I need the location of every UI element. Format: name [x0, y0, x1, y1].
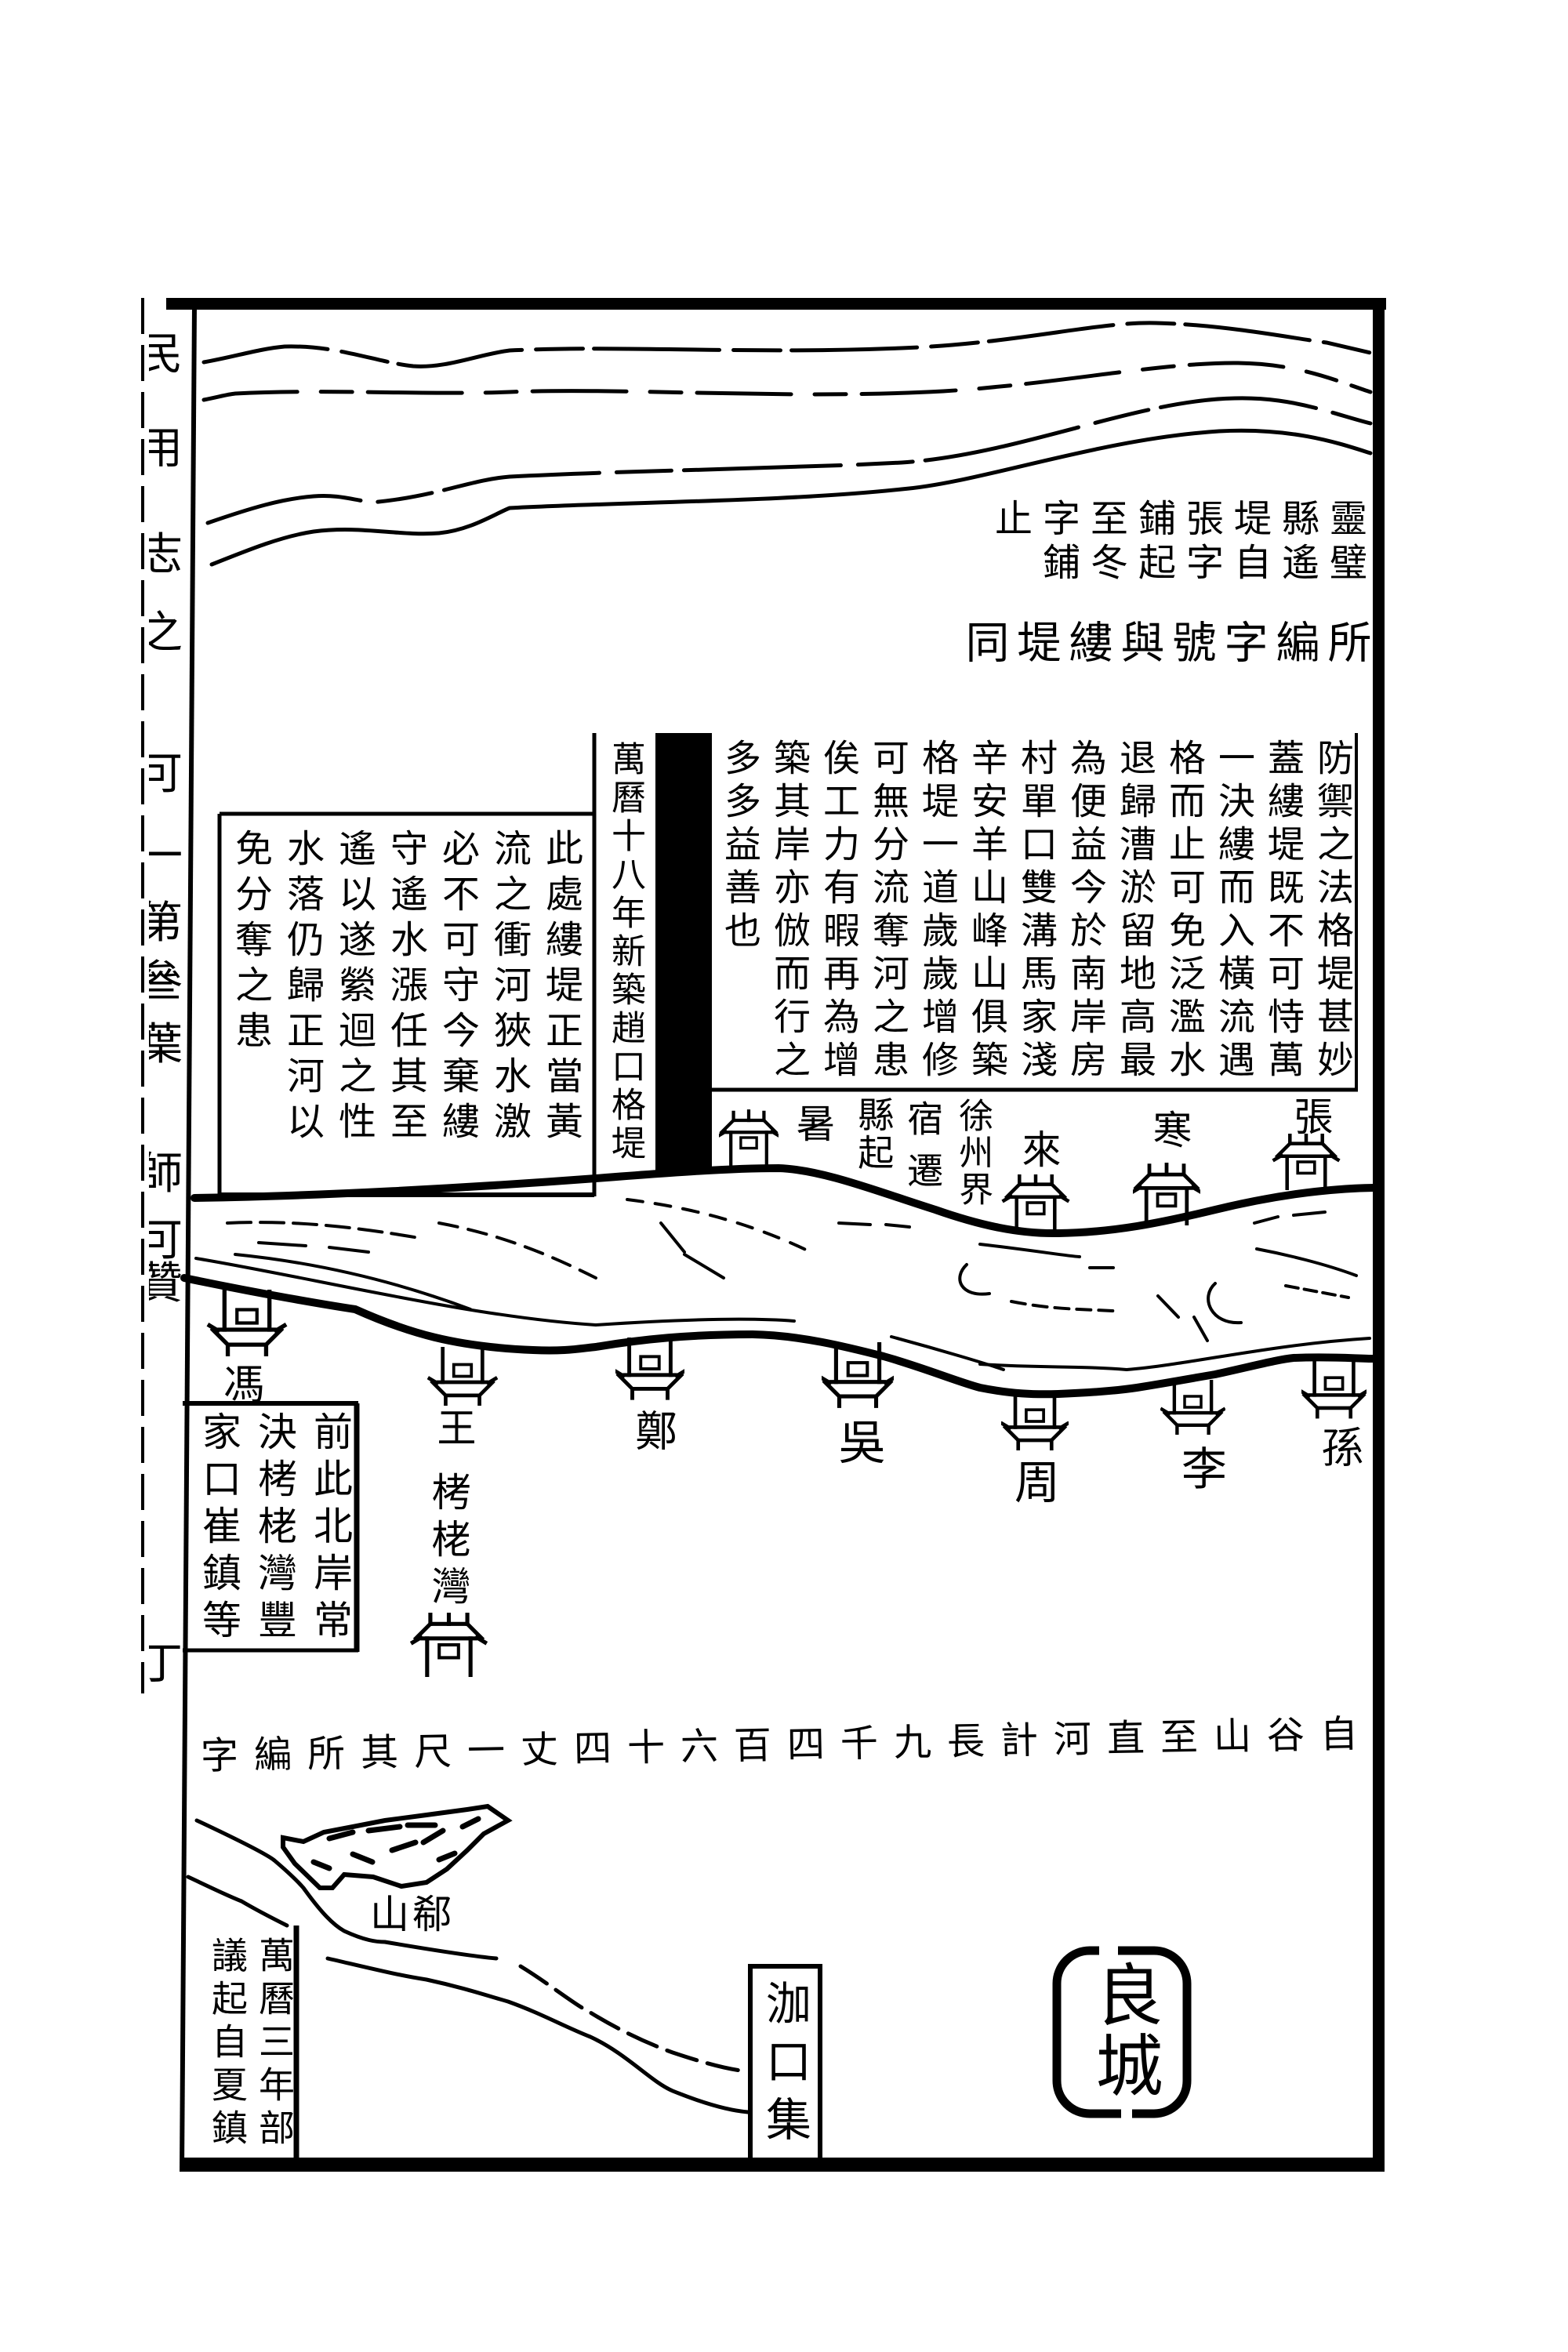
note-column: 堤自: [1227, 499, 1271, 586]
fore-edge-margin: 民 用 志 之 可 一 第 叄 葉 師 可 贊 丁: [149, 298, 193, 1709]
boundary-label-suqian: 宿遷: [902, 1100, 945, 1203]
note-column: 築其岸亦倣而行之: [767, 739, 810, 1083]
map-frame: [166, 298, 1386, 2172]
pavilion-icon-shu: [719, 1111, 779, 1164]
note-column: 流之衝河狹水激: [487, 829, 531, 1147]
note-column: 張字: [1179, 499, 1223, 586]
station-label-li: 李: [1173, 1445, 1227, 1490]
pavilion-icon-li: [1162, 1380, 1224, 1433]
boundary-label-xuzhou: 徐州界: [953, 1098, 993, 1208]
dike-location-note: 此處縷堤正當黃 流之衝河狹水激 必不可守今棄縷 守遙水漲任其至 遙以遂縈迴之性 …: [224, 829, 586, 1158]
note-column: 多多益善也: [717, 739, 760, 954]
note-column: 免分奪之患: [228, 829, 272, 1056]
note-column: 縣遙: [1275, 499, 1319, 586]
canal-proposal-note: 萬曆三年部 議起自夏鎮: [204, 1936, 298, 2156]
margin-fragment: 用: [149, 423, 183, 474]
breach-note: 前此北岸常 決栲栳灣豐 家口崔鎮等: [191, 1411, 358, 1650]
wanli18-note: 萬曆十八年新築趙口格堤: [605, 741, 645, 1163]
margin-fragment: 師: [149, 1149, 183, 1200]
pavilion-icon-kaolaowan: [412, 1613, 485, 1677]
note-column: 蓋縷堤既不可恃萬: [1261, 739, 1304, 1083]
note-column: 格堤一道歲歲增修: [915, 739, 958, 1083]
note-column: 止: [988, 499, 1032, 543]
liangcheng-badge: [1052, 1943, 1192, 2122]
note-column: 退歸漕淤留地高最: [1112, 739, 1156, 1083]
pavilion-icon-zhou: [1002, 1392, 1067, 1449]
note-column: 防禦之法格堤甚妙: [1310, 739, 1353, 1083]
note-column: 至冬: [1083, 499, 1127, 586]
place-label-xishan: 郗山: [364, 1893, 452, 1933]
water-texture: [194, 1198, 1371, 1371]
station-label-sun: 孫: [1313, 1425, 1363, 1468]
river: [180, 1163, 1378, 1399]
pavilion-icon-zheng: [615, 1338, 684, 1398]
black-marker-bar: [655, 733, 712, 1172]
note-column: 水落仍歸正河以: [280, 829, 324, 1147]
pavilion-icon-sun: [1301, 1360, 1367, 1417]
note-column: 決栲栳灣豐: [252, 1411, 297, 1646]
station-label-han: 寒: [1146, 1109, 1192, 1149]
note-column: 靈璧: [1323, 499, 1367, 586]
margin-fragment: 丁: [149, 1639, 183, 1690]
station-label-zhang: 張: [1287, 1096, 1334, 1135]
lower-bank: [180, 1274, 1378, 1399]
note-column: 守遙水漲任其至: [383, 829, 427, 1147]
station-label-wu: 吳: [830, 1417, 885, 1465]
place-label-liangcheng: 良城: [1083, 1960, 1162, 2101]
station-label-zhou: 周: [1006, 1458, 1060, 1504]
note-column: 辛安羊山峰山俱築: [964, 739, 1007, 1083]
note-column: 為便益今於南岸房: [1063, 739, 1106, 1083]
margin-fragment: 葉: [149, 1019, 183, 1070]
note-column: 家口崔鎮等: [196, 1411, 241, 1646]
margin-fragment: 可: [149, 749, 183, 800]
margin-fragment: 叄: [149, 956, 183, 1007]
upper-bank: [191, 1163, 1378, 1238]
note-column: 一決縷而入橫流遇: [1211, 739, 1254, 1083]
margin-fragment: 志: [149, 529, 183, 580]
jiakouji-box: [748, 1964, 822, 2158]
note-box-lines: [183, 733, 1358, 2158]
station-label-shu: 暑: [789, 1103, 836, 1142]
note-column: 鋪起: [1131, 499, 1175, 586]
note-column: 必不可守今棄縷: [435, 829, 479, 1147]
margin-fragment: 第: [149, 898, 183, 949]
margin-fragment: 贊: [149, 1258, 183, 1309]
numbering-note: 所編字號與縷堤同: [958, 619, 1371, 663]
note-column: 字鋪: [1036, 499, 1080, 586]
margin-fragment: 一: [149, 831, 183, 882]
pavilion-icon-wang: [430, 1347, 495, 1404]
station-label-wang: 王: [430, 1407, 477, 1446]
note-column: 格而止可免泛濫水: [1162, 739, 1205, 1083]
note-column: 俟工力有暇再為增: [816, 739, 859, 1083]
place-label-jiakouji: 泇口集: [758, 1980, 811, 2154]
place-label-kaolaowan: 栲栳灣: [425, 1472, 471, 1613]
water-waves: [201, 321, 1373, 567]
canal: [186, 1818, 750, 2114]
station-label-lai: 來: [1015, 1129, 1062, 1168]
note-column: 議起自夏鎮: [206, 1936, 249, 2152]
margin-fragment: 可: [149, 1215, 183, 1266]
note-column: 村單口雙溝馬家淺: [1014, 739, 1057, 1083]
boundary-label-county-start: 縣起: [852, 1096, 895, 1171]
margin-fragment: 之: [149, 608, 183, 659]
station-label-feng: 馮: [216, 1363, 263, 1403]
note-column: 前此北岸常: [307, 1411, 353, 1646]
pavilion-icon-zhang: [1275, 1134, 1338, 1190]
dike-range-note: 靈璧 縣遙 堤自 張字 鋪起 至冬 字鋪 止: [985, 499, 1368, 588]
note-column: 可無分流奪河之患: [866, 739, 909, 1083]
pavilion-icon-lai: [1004, 1174, 1068, 1231]
hill-icon: [281, 1803, 513, 1890]
note-column: 萬曆三年部: [253, 1936, 296, 2152]
note-column: 此處縷堤正當黃: [539, 829, 583, 1147]
margin-fragment: 民: [149, 329, 183, 380]
station-label-zheng: 鄭: [627, 1409, 677, 1451]
note-column: 遙以遂縈迴之性: [332, 829, 376, 1147]
dike-defense-note: 防禦之法格堤甚妙 蓋縷堤既不可恃萬 一決縷而入橫流遇 格而止可免泛濫水 退歸漕淤…: [714, 739, 1356, 1091]
